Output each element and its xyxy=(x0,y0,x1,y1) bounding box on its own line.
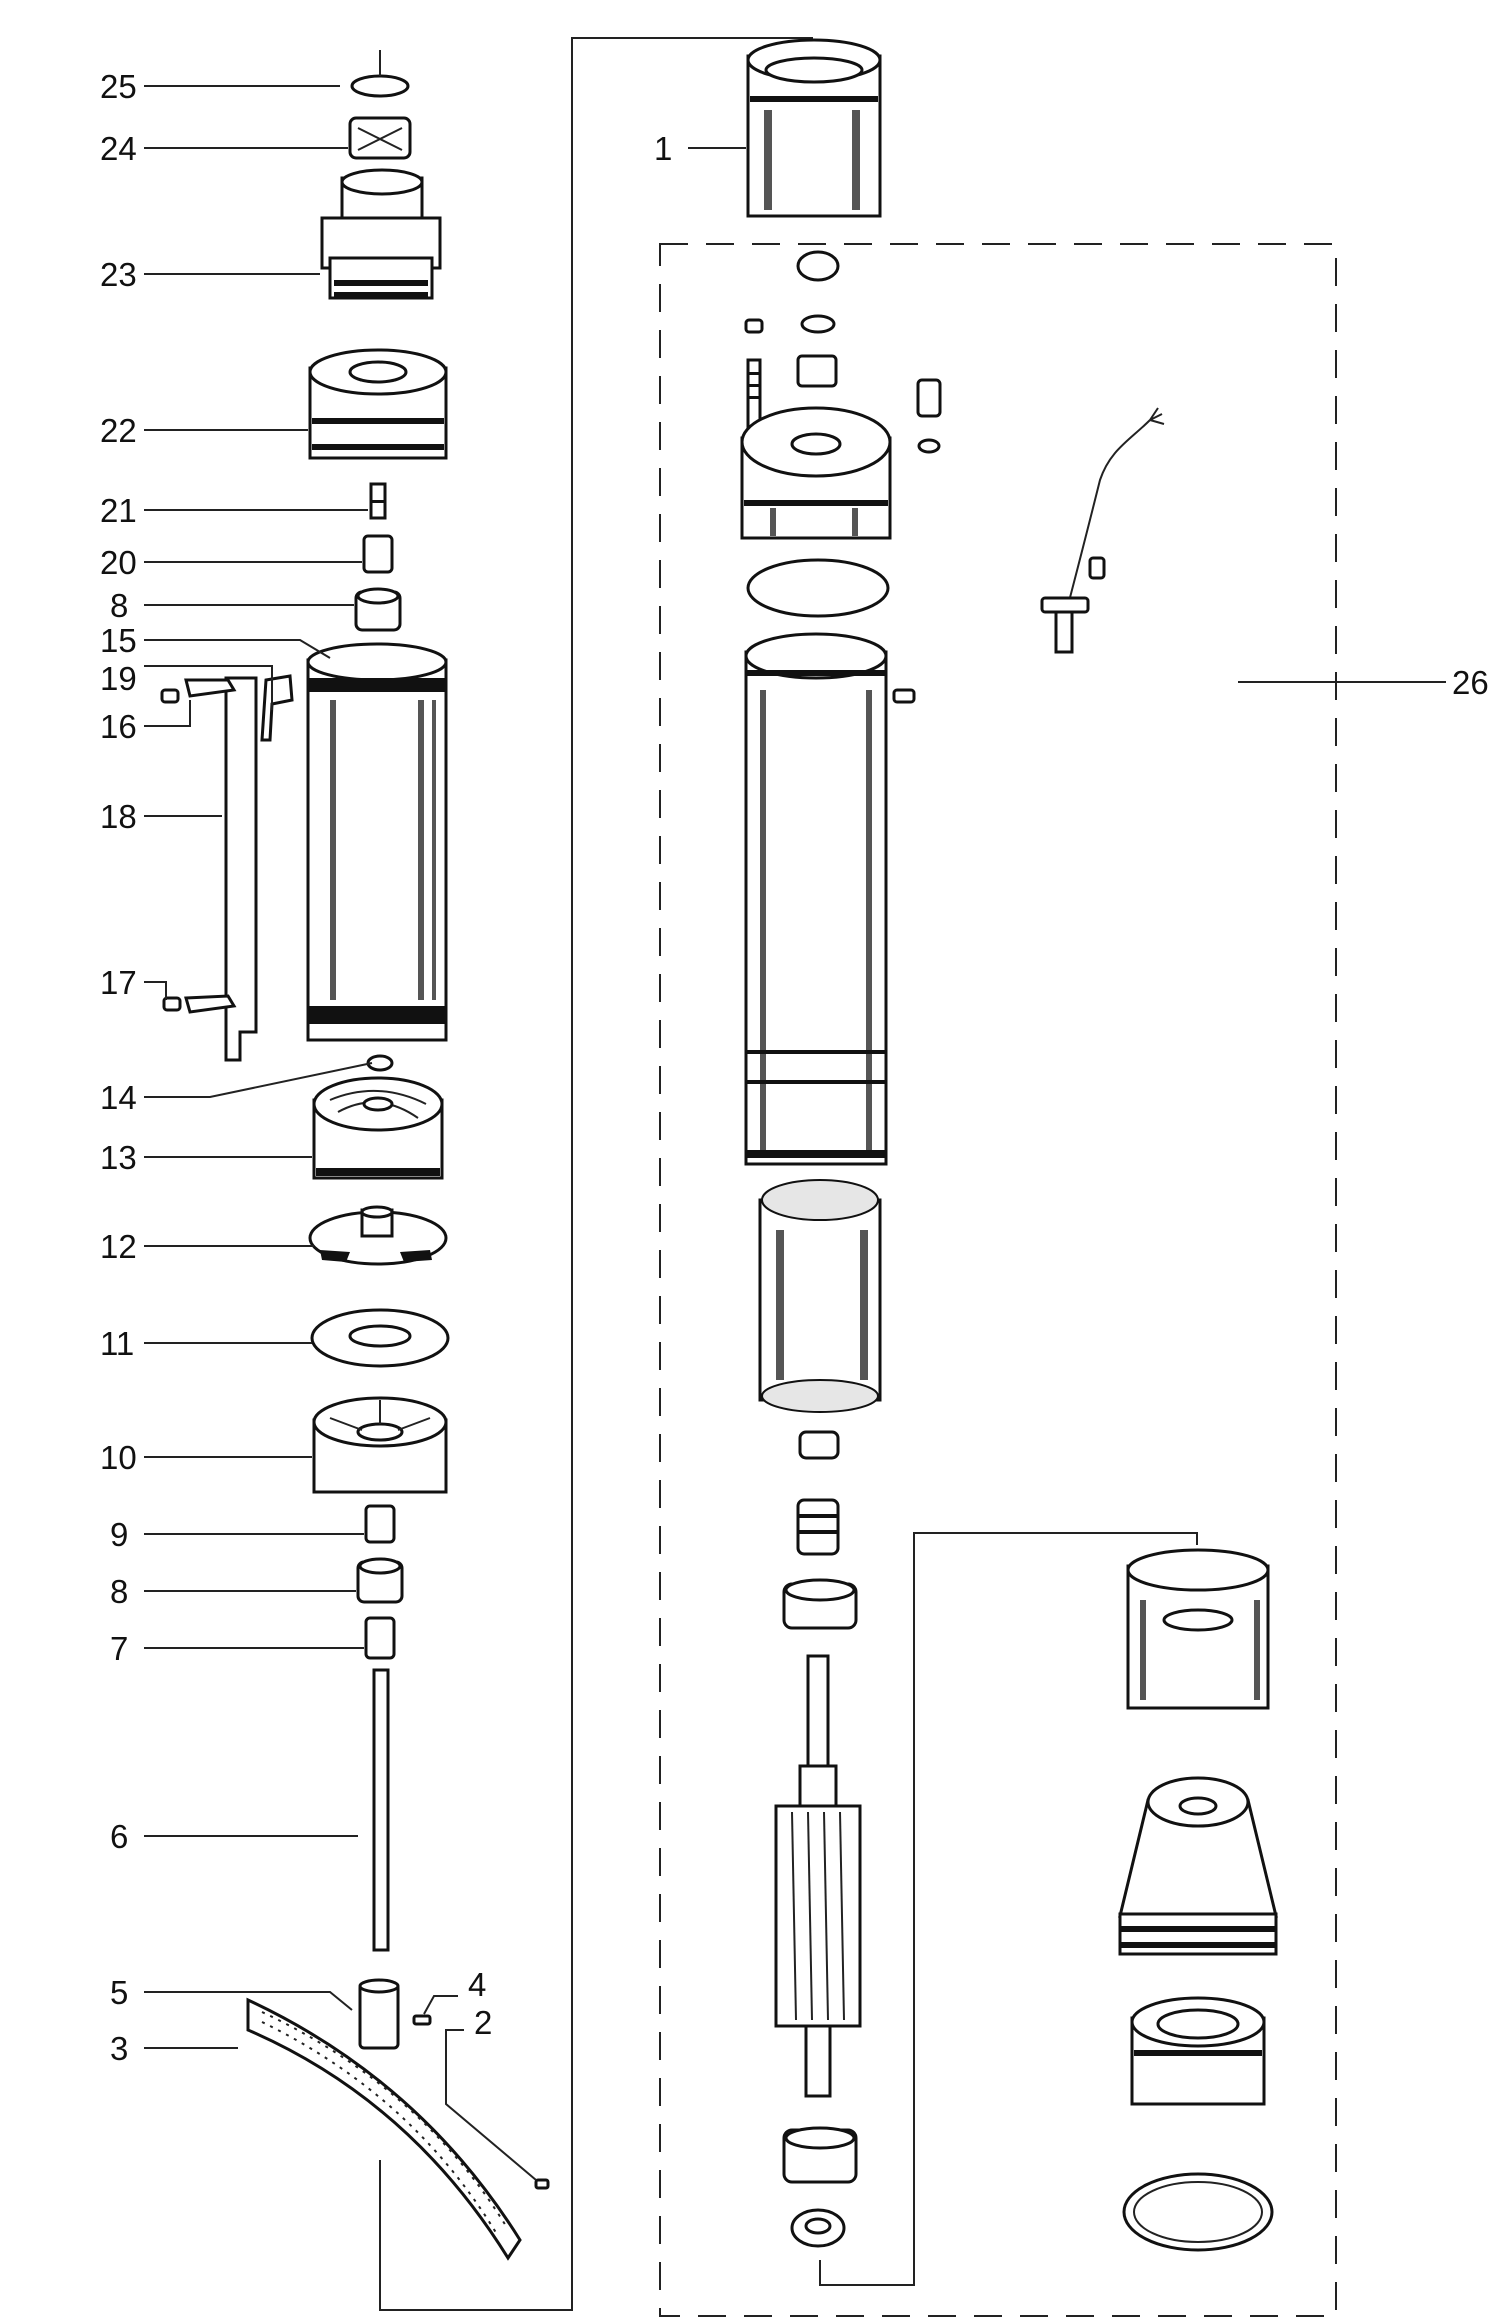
part-pump-shaft xyxy=(372,1668,390,1952)
part-screen-screw xyxy=(534,2178,550,2190)
callout-25: 25 xyxy=(100,68,137,105)
callout-2: 2 xyxy=(474,2004,492,2041)
part-guard-clip xyxy=(260,674,294,742)
part-discharge-head xyxy=(320,168,442,300)
part-bushing xyxy=(348,116,412,160)
part-valve-housing xyxy=(308,348,448,460)
part-stator-housing xyxy=(744,632,888,1166)
callout-20: 20 xyxy=(100,544,137,581)
part-shaft-seal xyxy=(796,354,838,388)
callout-13: 13 xyxy=(100,1139,137,1176)
part-impeller xyxy=(312,1076,444,1180)
part-housing-screw xyxy=(892,688,916,704)
callout-11: 11 xyxy=(100,1325,134,1362)
callout-8-top: 8 xyxy=(110,587,128,624)
callout-7: 7 xyxy=(110,1630,128,1667)
part-lip-seal xyxy=(798,1430,840,1460)
part-lower-sleeve xyxy=(364,1616,396,1660)
callout-14: 14 xyxy=(100,1079,137,1116)
part-sand-guard xyxy=(796,250,840,282)
callout-24: 24 xyxy=(100,130,137,167)
part-stator-winding xyxy=(758,1179,882,1413)
callout-12: 12 xyxy=(100,1228,137,1265)
callout-26: 26 xyxy=(1452,664,1489,701)
part-suction-interconnector xyxy=(312,1396,448,1494)
callout-19: 19 xyxy=(100,660,137,697)
part-mechanical-seal xyxy=(796,1498,840,1556)
callout-6: 6 xyxy=(110,1818,128,1855)
part-lower-ball-bearing xyxy=(782,2126,858,2184)
part-retaining-ring xyxy=(1122,2172,1274,2252)
part-spacer-sleeve xyxy=(364,1504,396,1544)
part-bearing-bottom xyxy=(356,1557,404,1604)
part-rotor xyxy=(774,1654,862,2098)
part-bearing-top xyxy=(354,587,402,632)
part-diaphragm-housing xyxy=(1130,1996,1266,2106)
part-bottom-cone xyxy=(1118,1776,1278,1956)
callout-15: 15 xyxy=(100,622,137,659)
part-pump-shroud xyxy=(306,642,448,1042)
part-screw xyxy=(369,482,387,520)
callout-21: 21 xyxy=(100,492,137,529)
connector-line-drive-end xyxy=(819,1532,1198,2286)
callout-3: 3 xyxy=(110,2030,128,2067)
callout-18: 18 xyxy=(100,798,137,835)
callout-1: 1 xyxy=(654,130,672,167)
part-fill-plug xyxy=(916,378,942,454)
part-stator-o-ring xyxy=(746,558,890,618)
callout-labels: 25 24 23 22 21 20 8 15 19 16 18 17 14 13… xyxy=(100,68,1489,2067)
part-sleeve xyxy=(362,534,394,574)
part-coupling xyxy=(358,1978,400,2050)
part-suction-screen xyxy=(246,1997,522,2261)
part-o-ring-seal xyxy=(800,314,836,334)
part-diffuser xyxy=(308,1205,448,1266)
part-power-cable xyxy=(1040,407,1165,654)
motor-assembly-dashed-boundary xyxy=(659,243,1337,2317)
callout-8-bottom: 8 xyxy=(110,1573,128,1610)
part-motor-adapter xyxy=(746,38,882,218)
part-guard-screw-bottom xyxy=(162,996,182,1012)
callout-4: 4 xyxy=(468,1966,486,2003)
callout-9: 9 xyxy=(110,1516,128,1553)
callout-17: 17 xyxy=(100,964,137,1001)
part-cable-guard xyxy=(184,676,258,1062)
callout-22: 22 xyxy=(100,412,137,449)
part-end-cap xyxy=(1126,1548,1270,1710)
part-circlip xyxy=(350,50,410,98)
part-grub-screw xyxy=(412,2014,432,2026)
callout-5: 5 xyxy=(110,1974,128,2011)
part-upper-ball-bearing xyxy=(782,1578,858,1630)
callout-23: 23 xyxy=(100,256,137,293)
part-lower-seal xyxy=(790,2208,846,2248)
part-guard-screw-top xyxy=(160,688,180,704)
leader-lines xyxy=(144,85,1446,2181)
part-upper-bracket xyxy=(740,406,892,540)
callout-16: 16 xyxy=(100,708,137,745)
callout-10: 10 xyxy=(100,1439,137,1476)
part-wear-plate xyxy=(310,1308,450,1368)
